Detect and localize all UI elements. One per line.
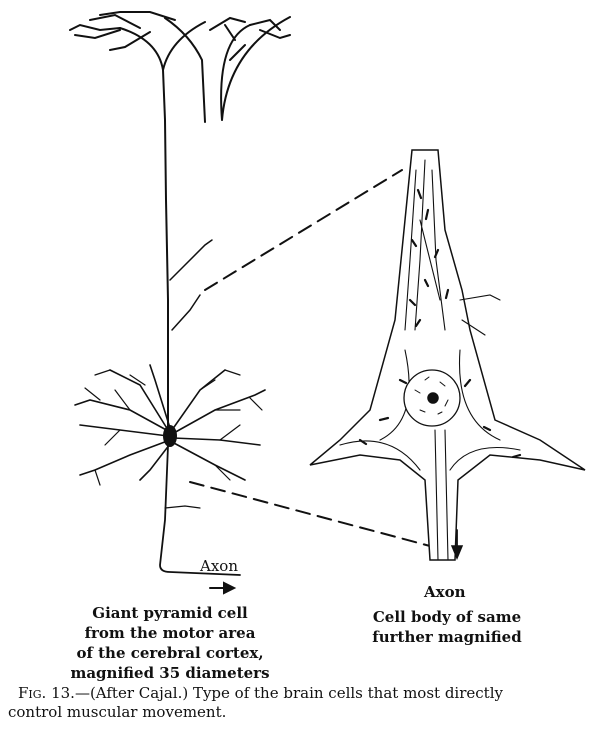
figure-number: Fig. 13. <box>18 684 75 702</box>
left-caption-line: Giant pyramid cell <box>92 604 248 622</box>
caption-line-2: control muscular movement. <box>8 703 227 721</box>
right-caption-line: Cell body of same <box>372 608 522 626</box>
left-axon-label: Axon <box>200 557 238 575</box>
left-caption-line: from the motor area <box>84 624 256 642</box>
caption-line-1: —(After Cajal.) Type of the brain cells … <box>74 684 503 702</box>
right-caption: Cell body of same further magnified <box>357 607 537 647</box>
pyramid-cell-drawing <box>69 11 291 595</box>
magnification-lines <box>189 169 431 547</box>
left-caption-line: of the cerebral cortex, <box>76 644 264 662</box>
cell-body-drawing <box>309 149 586 561</box>
left-caption: Giant pyramid cell from the motor area o… <box>70 603 270 683</box>
left-caption-line: magnified 35 diameters <box>70 664 270 682</box>
right-caption-line: further magnified <box>372 628 522 646</box>
figure-caption: Fig. 13.—(After Cajal.) Type of the brai… <box>18 684 503 703</box>
right-axon-label: Axon <box>424 583 466 601</box>
